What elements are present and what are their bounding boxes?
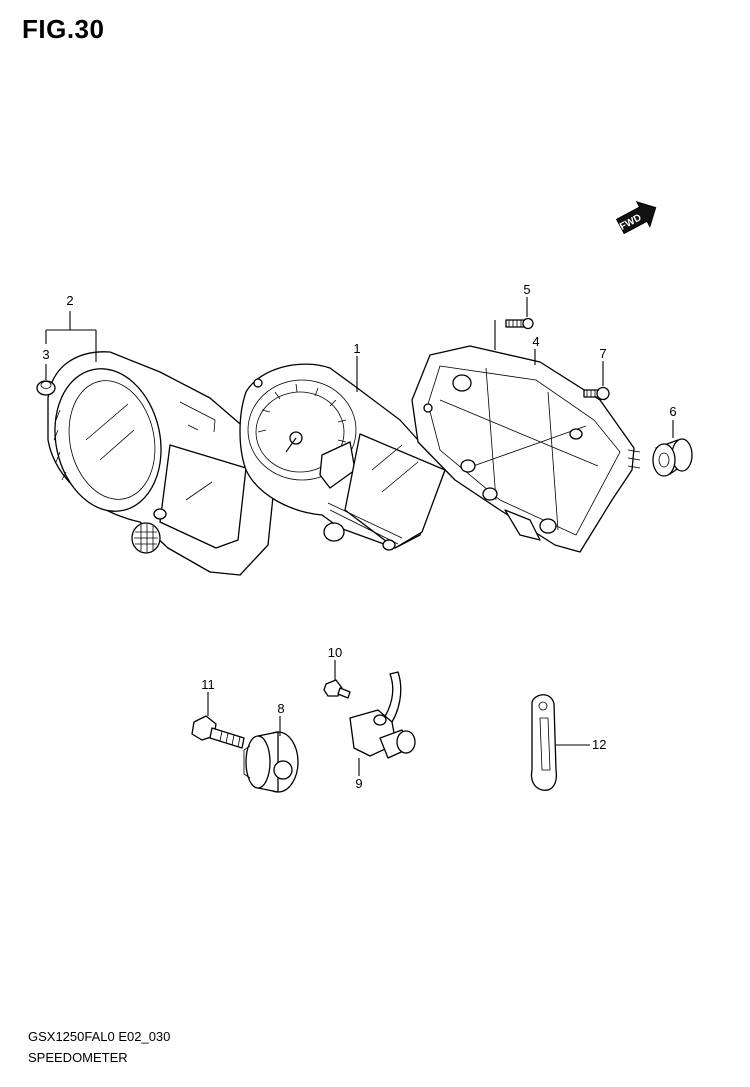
gear-box-part [243, 731, 299, 793]
clamp-part [530, 694, 558, 791]
callout-1: 1 [353, 341, 360, 356]
speedometer-assembly-part [239, 363, 446, 551]
footer: GSX1250FAL0 E02_030 SPEEDOMETER [28, 1026, 170, 1068]
cushion-part [36, 380, 56, 396]
screw-5-part [505, 317, 534, 330]
leader-lines [45, 297, 674, 776]
bolt-10-part [323, 679, 351, 699]
forward-arrow-icon: FWD [615, 200, 657, 235]
callout-4: 4 [532, 334, 539, 349]
callout-5: 5 [523, 282, 530, 297]
speed-sensor-part [349, 671, 416, 759]
callout-9: 9 [355, 776, 362, 791]
rear-case-part [411, 345, 641, 553]
model-code: GSX1250FAL0 E02_030 [28, 1029, 171, 1044]
section-name: SPEEDOMETER [28, 1050, 128, 1065]
screw-7-part [583, 386, 610, 401]
callout-2: 2 [66, 293, 73, 308]
callout-7: 7 [599, 346, 606, 361]
callout-8: 8 [277, 701, 284, 716]
bolt-11-part [191, 715, 245, 749]
callout-3: 3 [42, 347, 49, 362]
callout-10: 10 [328, 645, 342, 660]
callout-labels: 1 2 3 4 5 6 7 8 9 10 11 12 [42, 282, 676, 791]
callout-6: 6 [669, 404, 676, 419]
grommet-part [652, 438, 693, 477]
callout-11: 11 [201, 677, 215, 692]
figure-title: FIG.30 [22, 14, 105, 44]
callout-12: 12 [592, 737, 606, 752]
front-cover-part [47, 351, 277, 576]
